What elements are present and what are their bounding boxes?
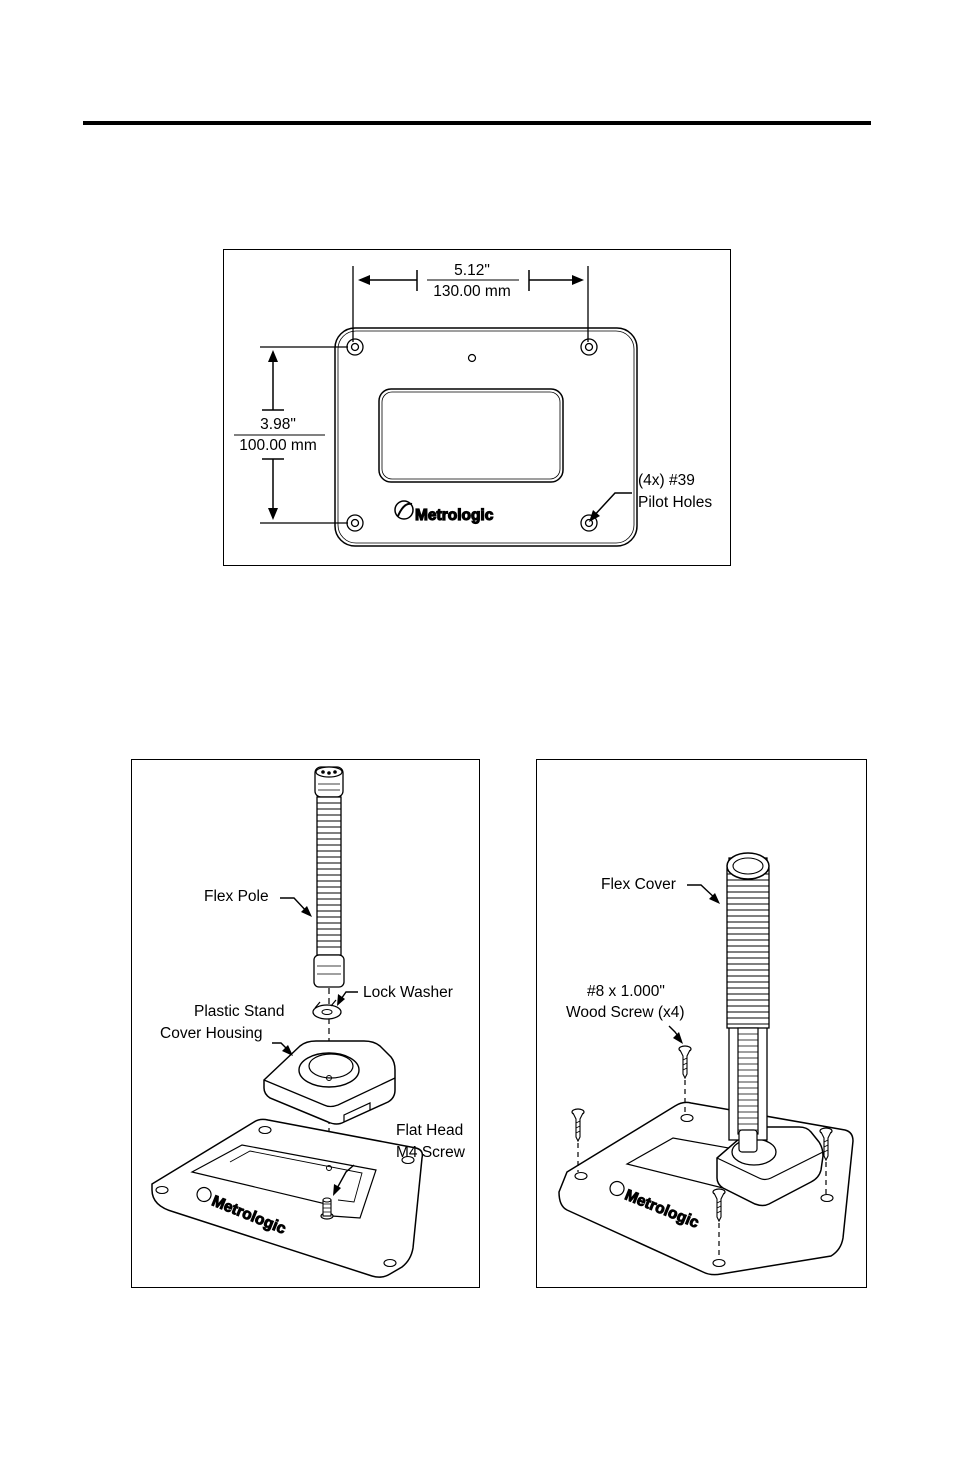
metrologic-logo: Metrologic	[395, 501, 494, 524]
lock-washer	[313, 1000, 341, 1019]
housing-leader	[272, 1043, 293, 1056]
wood-screw-leader	[669, 1026, 683, 1044]
pilot-holes-label-line1: (4x) #39	[638, 472, 695, 489]
plastic-stand-cover-housing	[264, 1041, 395, 1124]
height-dimension	[234, 347, 348, 523]
height-inches-label: 3.98"	[260, 416, 296, 433]
flex-cover	[727, 853, 769, 1152]
pilot-hole-bottom-left	[347, 515, 363, 531]
exploded-assembly-drawing: Metrologic Flex Pole Lock Washer Plastic…	[132, 760, 481, 1289]
screw-label-line1: Flat Head	[396, 1122, 463, 1139]
flex-pole-label: Flex Pole	[204, 888, 269, 905]
housing-label-line2: Cover Housing	[160, 1025, 263, 1042]
flex-cover-leader	[687, 885, 720, 904]
plate-window	[379, 389, 563, 482]
assembled-stand-drawing: Metrologic	[537, 760, 868, 1289]
wood-screw-label-line2: Wood Screw (x4)	[566, 1004, 685, 1021]
exploded-assembly-figure: Metrologic Flex Pole Lock Washer Plastic…	[131, 759, 480, 1288]
lock-washer-label: Lock Washer	[363, 984, 453, 1001]
flex-cover-label: Flex Cover	[601, 876, 676, 893]
assembled-stand-figure: Metrologic	[536, 759, 867, 1288]
flex-pole	[314, 767, 344, 987]
center-hole	[469, 355, 476, 362]
pilot-holes-leader	[589, 493, 632, 522]
base-plate: Metrologic	[559, 1102, 853, 1274]
pilot-holes-label-line2: Pilot Holes	[638, 494, 712, 511]
height-mm-label: 100.00 mm	[239, 437, 317, 454]
housing-label-line1: Plastic Stand	[194, 1003, 284, 1020]
mounting-template-drawing: Metrologic 5.12" 130.00 mm	[224, 250, 732, 567]
lock-washer-leader	[337, 992, 358, 1006]
pilot-hole-top-right	[581, 339, 597, 355]
header-rule	[83, 121, 871, 125]
width-inches-label: 5.12"	[454, 262, 490, 279]
pilot-hole-top-left	[347, 339, 363, 355]
flex-pole-leader	[280, 898, 312, 917]
wood-screw-label-line1: #8 x 1.000"	[587, 983, 665, 1000]
base-plate: Metrologic	[152, 1119, 422, 1277]
flat-head-m4-screw	[321, 1198, 333, 1219]
width-mm-label: 130.00 mm	[433, 283, 511, 300]
mounting-template-figure: Metrologic 5.12" 130.00 mm	[223, 249, 731, 566]
screw-label-line2: M4 Screw	[396, 1144, 466, 1161]
svg-text:Metrologic: Metrologic	[415, 507, 494, 524]
